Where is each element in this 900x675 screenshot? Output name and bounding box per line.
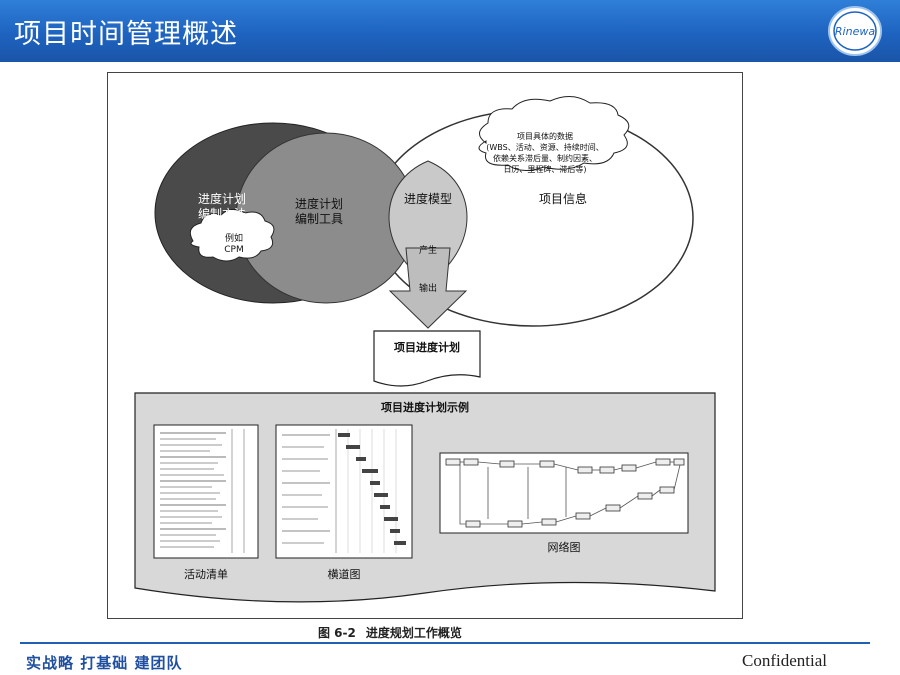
tools-label-2: 编制工具 xyxy=(295,211,343,226)
tools-label-1: 进度计划 xyxy=(295,196,343,211)
cloud-right-line-2: (WBS、活动、资源、持续时间、 xyxy=(486,142,603,152)
gantt-chart-sheet xyxy=(275,424,413,559)
header-bar: 项目时间管理概述 Rinewa xyxy=(0,0,900,62)
cloud-right-line-1: 项目具体的数据 xyxy=(517,131,573,141)
examples-title: 项目进度计划示例 xyxy=(381,400,469,414)
produce-label: 产生 xyxy=(419,244,437,256)
logo-text: Rinewa xyxy=(835,25,875,38)
project-data-cloud xyxy=(478,96,630,171)
gantt-chart-grid xyxy=(282,429,406,553)
activity-list-label: 活动清单 xyxy=(184,568,228,581)
figure-caption: 图 6-2 进度规划工作概览 xyxy=(318,624,472,641)
cpm-cloud xyxy=(189,209,275,262)
caption-text: 进度规划工作概览 xyxy=(365,626,462,640)
output-arrow xyxy=(388,247,468,329)
footer-divider xyxy=(20,642,870,644)
figure-frame: 例如 CPM 项目具体的数据 (WBS、活动、资源、持续时间、 依赖关系滞后量、… xyxy=(107,72,743,619)
model-label: 进度模型 xyxy=(404,191,452,206)
activity-list-sheet xyxy=(153,424,259,559)
footer-slogan: 实战略 打基础 建团队 xyxy=(26,654,183,672)
methods-label-2: 编制方法 xyxy=(198,206,246,221)
cloud-left-line-1: 例如 xyxy=(225,232,243,244)
schedule-document-label: 项目进度计划 xyxy=(394,340,460,354)
methods-label-1: 进度计划 xyxy=(198,191,246,206)
cloud-left-line-2: CPM xyxy=(224,245,243,255)
company-logo: Rinewa xyxy=(828,6,882,56)
page-title: 项目时间管理概述 xyxy=(14,19,238,50)
cloud-right-line-3: 依赖关系滞后量、制约因素、 xyxy=(493,153,597,163)
network-diagram-links xyxy=(459,461,681,525)
schedule-document xyxy=(373,330,481,387)
cloud-right-line-4: 日历、里程碑、滞后等) xyxy=(503,164,586,174)
network-diagram-label: 网络图 xyxy=(548,540,581,554)
activity-list-rows xyxy=(160,429,245,553)
output-label: 输出 xyxy=(419,282,437,294)
footer-confidential: Confidential xyxy=(742,651,827,670)
network-diagram-nodes xyxy=(445,458,685,528)
project-info-label: 项目信息 xyxy=(539,191,587,206)
schedule-planning-diagram: 例如 CPM 项目具体的数据 (WBS、活动、资源、持续时间、 依赖关系滞后量、… xyxy=(134,96,716,603)
gantt-chart-label: 横道图 xyxy=(328,567,361,581)
caption-number: 图 6-2 xyxy=(318,626,356,640)
